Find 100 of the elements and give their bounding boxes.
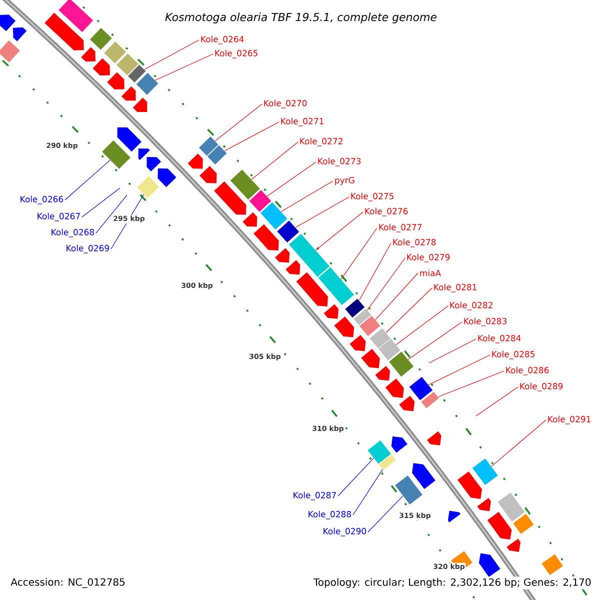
gene-block xyxy=(199,136,218,156)
gene-label: Kole_0270 xyxy=(264,100,307,108)
gene-feature xyxy=(324,304,338,319)
leader-line xyxy=(280,180,334,212)
gene-label: Kole_0286 xyxy=(506,366,549,376)
leader-line xyxy=(338,458,374,496)
gene-label: Kole_0264 xyxy=(201,36,244,44)
gene-label: Kole_0278 xyxy=(393,238,436,248)
gene-block xyxy=(370,328,391,349)
gene-block xyxy=(260,202,288,230)
gene-feature xyxy=(361,348,380,368)
gene-feature xyxy=(44,12,84,50)
leader-line xyxy=(82,188,120,218)
leader-line xyxy=(491,420,546,467)
gene-block xyxy=(472,458,498,486)
gene-block xyxy=(249,190,272,212)
gene-label: Kole_0287 xyxy=(294,492,336,500)
gene-block xyxy=(318,267,354,306)
gene-block xyxy=(90,28,112,50)
gene-feature xyxy=(427,431,442,446)
gene-block xyxy=(58,0,94,32)
gene-block xyxy=(0,40,20,62)
gene-label: Kole_0289 xyxy=(520,382,563,392)
gene-feature xyxy=(200,166,217,184)
gene-label: Kole_0285 xyxy=(492,350,534,360)
gene-feature xyxy=(477,498,491,512)
leader-line xyxy=(144,40,200,70)
gene-feature xyxy=(188,154,203,169)
gene-block xyxy=(354,308,372,326)
gene-feature xyxy=(391,436,408,453)
leader-line xyxy=(251,142,298,180)
leader-line xyxy=(224,122,280,152)
gene-feature xyxy=(132,98,148,112)
gene-feature xyxy=(448,510,460,522)
leader-line xyxy=(214,104,262,142)
gene-block xyxy=(345,298,365,318)
gene-feature xyxy=(12,27,27,42)
gene-block xyxy=(421,392,439,408)
gene-label: Kole_0268 xyxy=(52,228,94,238)
gene-feature xyxy=(375,366,390,381)
leader-line xyxy=(96,194,128,234)
gene-feature xyxy=(412,463,436,489)
gene-block xyxy=(513,514,534,534)
leader-line xyxy=(368,496,404,532)
gene-feature xyxy=(81,47,96,62)
gene-feature xyxy=(214,181,246,215)
leader-line xyxy=(375,272,418,320)
leader-line xyxy=(408,322,462,360)
gene-label: Kole_0288 xyxy=(308,510,352,520)
info-text: Topology: circular; Length: 2,302,126 bp; Genes: 2,170 xyxy=(312,576,593,590)
gene-block xyxy=(230,170,260,200)
gene-label: Kole_0266 xyxy=(20,196,64,204)
leader-line xyxy=(266,162,316,197)
gene-block xyxy=(368,440,391,464)
leader-line xyxy=(428,354,490,386)
gene-label: Kole_0291 xyxy=(548,416,590,424)
info-text: Accession: NC_012785 xyxy=(9,576,127,590)
gene-label: Kole_0275 xyxy=(351,192,394,202)
gene-label: Kole_0277 xyxy=(379,224,422,232)
leader-line xyxy=(64,160,110,200)
leader-line xyxy=(110,194,144,250)
leader-line xyxy=(386,288,432,333)
gene-feature xyxy=(242,212,258,227)
gene-block xyxy=(409,376,433,400)
leader-line xyxy=(315,212,364,251)
gene-label: Kole_0267 xyxy=(38,212,80,222)
gene-feature xyxy=(334,316,354,338)
leader-line xyxy=(358,242,392,301)
gene-label: Kole_0290 xyxy=(324,528,366,536)
gene-block xyxy=(378,454,396,470)
gene-block xyxy=(102,140,130,169)
gene-label: Kole_0269 xyxy=(66,244,109,254)
gene-label: Kole_0265 xyxy=(215,50,258,58)
gene-block xyxy=(207,145,227,164)
gene-label: miaA xyxy=(420,270,441,276)
gene-label: Kole_0281 xyxy=(434,284,476,292)
gene-feature xyxy=(275,248,290,263)
gene-feature xyxy=(399,396,415,412)
leader-line xyxy=(367,258,406,310)
leader-line xyxy=(476,386,518,416)
gene-label: Kole_0272 xyxy=(300,138,342,146)
gene-feature xyxy=(121,86,136,101)
title: Kosmotoga olearia TBF 19.5.1, complete genome xyxy=(165,12,436,24)
gene-block xyxy=(395,476,422,504)
gene-label: Kole_0282 xyxy=(450,302,492,310)
leader-line xyxy=(340,228,378,280)
gene-block xyxy=(104,42,126,64)
gene-block xyxy=(359,316,380,336)
gene-block xyxy=(116,53,138,76)
leader-line xyxy=(396,306,448,346)
gene-feature xyxy=(458,471,482,500)
gene-label: Kole_0276 xyxy=(365,208,408,216)
gene-label: Kole_0271 xyxy=(281,118,324,126)
gene-block xyxy=(378,338,400,361)
gene-feature xyxy=(385,378,404,398)
gene-feature xyxy=(146,157,162,172)
gene-feature xyxy=(296,272,328,306)
leader-line xyxy=(438,370,504,398)
gene-feature xyxy=(478,553,500,578)
gene-feature xyxy=(117,127,142,152)
